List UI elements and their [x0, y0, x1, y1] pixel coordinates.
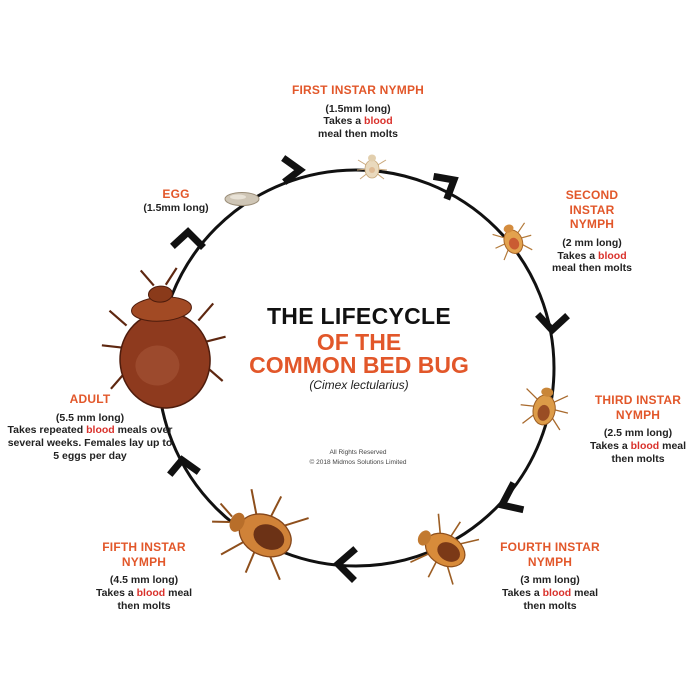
stage-adult-title: ADULT — [69, 392, 111, 406]
stage-third-title: THIRD INSTAR NYMPH — [594, 393, 682, 422]
center-title-line2: OF THE — [316, 329, 402, 355]
scientific-name: (Cimex lectularius) — [309, 378, 409, 392]
stage-first-label: FIRST INSTAR NYMPH (1.5mm long) Takes a … — [276, 83, 440, 141]
first-instar-nymph-icon — [356, 154, 388, 180]
fourth-instar-nymph-icon — [410, 513, 480, 585]
stage-fifth-label: FIFTH INSTAR NYMPH (4.5 mm long) Takes a… — [88, 540, 200, 613]
arrow-second-to-third — [535, 312, 570, 335]
direction-arrows — [167, 155, 570, 583]
stage-second-label: SECOND INSTAR NYMPH (2 mm long) Takes a … — [533, 188, 651, 275]
copyright-line1: All Rights Reserved — [329, 449, 387, 456]
center-title-line1: THE LIFECYCLE — [266, 303, 452, 329]
stage-adult-label: ADULT (5.5 mm long) Takes repeated blood… — [4, 392, 176, 463]
fifth-instar-nymph-icon — [212, 489, 309, 581]
stage-fourth-desc: Takes a blood meal then molts — [501, 587, 599, 612]
stage-fourth-size: (3 mm long) — [520, 574, 580, 587]
stage-fourth-label: FOURTH INSTAR NYMPH (3 mm long) Takes a … — [491, 540, 609, 613]
stage-fifth-size: (4.5 mm long) — [109, 574, 179, 587]
stage-fifth-desc: Takes a blood meal then molts — [95, 587, 193, 612]
arrow-egg-to-first — [281, 155, 306, 185]
stage-first-desc: Takes a blood meal then molts — [318, 115, 398, 141]
copyright-line2: © 2018 Midmos Solutions Limited — [309, 459, 407, 466]
stage-third-size: (2.5 mm long) — [603, 427, 673, 440]
stage-adult-size: (5.5 mm long) — [55, 411, 125, 424]
stage-second-size: (2 mm long) — [562, 236, 622, 249]
second-instar-nymph-icon — [492, 222, 533, 261]
stage-second-desc: Takes a blood meal then molts — [552, 249, 632, 275]
center-title-line3: COMMON BED BUG — [249, 352, 469, 378]
arrow-first-to-second — [432, 172, 459, 201]
adult-bug-icon — [101, 267, 226, 409]
arrow-adult-to-egg — [170, 227, 206, 250]
stage-adult-desc: Takes repeated blood meals over several … — [7, 424, 173, 463]
stage-egg-label: EGG (1.5mm long) — [130, 187, 222, 214]
stage-second-title: SECOND INSTAR NYMPH — [565, 188, 619, 232]
stage-first-title: FIRST INSTAR NYMPH — [291, 83, 425, 97]
egg-icon — [224, 192, 260, 206]
arrow-fourth-to-fifth — [332, 546, 358, 583]
stage-third-desc: Takes a blood meal then molts — [589, 440, 687, 465]
stage-egg-size: (1.5mm long) — [143, 201, 209, 214]
third-instar-nymph-icon — [520, 387, 569, 431]
stage-fourth-title: FOURTH INSTAR NYMPH — [500, 540, 600, 569]
stage-third-label: THIRD INSTAR NYMPH (2.5 mm long) Takes a… — [588, 393, 688, 466]
arrow-fifth-to-adult — [167, 455, 201, 477]
stage-egg-title: EGG — [162, 187, 190, 201]
arrow-third-to-fourth — [496, 481, 525, 514]
stage-first-size: (1.5mm long) — [325, 102, 391, 115]
stage-fifth-title: FIFTH INSTAR NYMPH — [102, 540, 186, 569]
